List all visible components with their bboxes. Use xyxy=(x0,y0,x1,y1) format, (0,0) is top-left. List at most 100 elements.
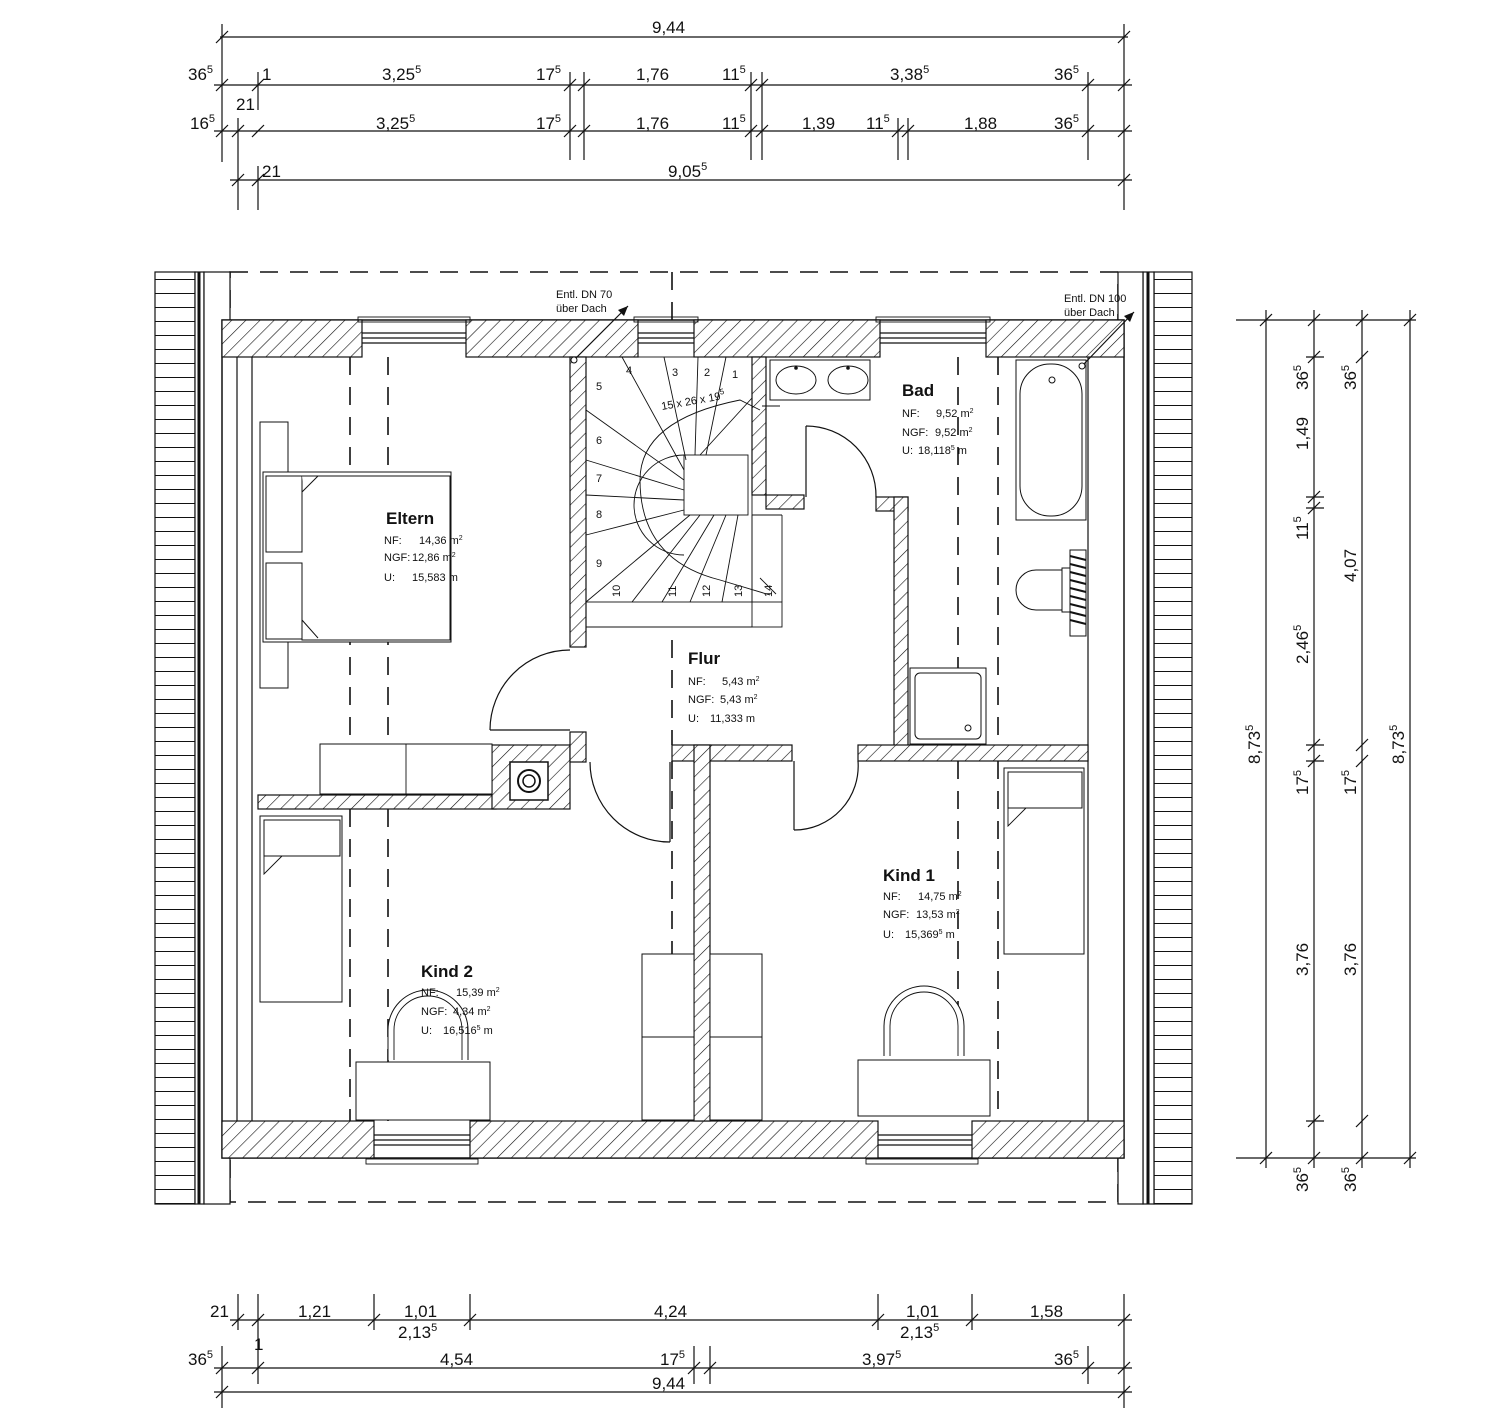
top-row2-dim-3: 3,255 xyxy=(382,64,421,84)
room-name-flur: Flur xyxy=(688,649,720,668)
step-6: 6 xyxy=(596,435,602,447)
svg-text:U:11,333 m: U:11,333 m xyxy=(688,713,755,725)
room-label-kind1: Kind 1 NF:14,75 m2 NGF:13,53 m2 U:15,369… xyxy=(883,866,962,941)
room-name-kind1: Kind 1 xyxy=(883,866,935,885)
svg-text:NF:14,75 m2: NF:14,75 m2 xyxy=(883,891,962,903)
vent1-note-line2: über Dach xyxy=(556,303,607,315)
right-col1-dim-6: 3,76 xyxy=(1293,943,1312,976)
svg-text:NGF:13,53 m2: NGF:13,53 m2 xyxy=(883,909,960,921)
top-dimensions: 9,44 365 1 3,255 175 1,76 115 3,385 365 … xyxy=(188,18,1132,210)
top-row2-dim-4: 175 xyxy=(536,64,561,84)
top-row3-dim-9: 365 xyxy=(1054,113,1079,133)
bad-bathtub xyxy=(1015,359,1087,521)
bottom-row1-sub-2: 2,135 xyxy=(900,1322,939,1342)
room-name-eltern: Eltern xyxy=(386,509,434,528)
top-row2-dim-1: 365 xyxy=(188,64,213,84)
door-kind2 xyxy=(589,761,671,843)
svg-text:U:18,1185 m: U:18,1185 m xyxy=(902,445,967,457)
step-5: 5 xyxy=(596,381,602,393)
kind1-chair xyxy=(883,985,965,1056)
svg-text:NF:9,52 m2: NF:9,52 m2 xyxy=(902,408,974,420)
right-col1-dim-2: 1,49 xyxy=(1293,417,1312,450)
right-dim-overall-left: 8,735 xyxy=(1244,725,1264,764)
svg-text:NGF:12,86 m2: NGF:12,86 m2 xyxy=(384,552,456,564)
step-10: 10 xyxy=(611,585,623,597)
vent2-note-line1: Entl. DN 100 xyxy=(1064,293,1126,305)
top-row3-dim-2: 3,255 xyxy=(376,113,415,133)
window-top-stair xyxy=(633,316,699,344)
right-col2-dim-1: 365 xyxy=(1340,365,1360,390)
kind2-chair xyxy=(387,989,469,1060)
bottom-row2-dim-2: 1 xyxy=(254,1335,263,1354)
doors xyxy=(489,425,877,843)
step-11: 11 xyxy=(667,586,679,597)
door-bad xyxy=(805,425,877,498)
top-row2-dim-7: 3,385 xyxy=(890,64,929,84)
vent-pipes: Entl. DN 70 über Dach Entl. DN 100 über … xyxy=(556,289,1135,370)
vent2-note-line2: über Dach xyxy=(1064,307,1115,319)
interior-walls xyxy=(257,356,1089,1122)
stair-treads xyxy=(585,356,753,603)
svg-text:U:15,583 m: U:15,583 m xyxy=(384,572,458,584)
top-row2-dim-8: 365 xyxy=(1054,64,1079,84)
step-9: 9 xyxy=(596,558,602,570)
right-dim-overall-right: 8,735 xyxy=(1388,725,1408,764)
kind2-bed xyxy=(259,815,343,1003)
bad-wc xyxy=(1015,567,1071,613)
svg-text:U:16,5165 m: U:16,5165 m xyxy=(421,1025,493,1037)
row3-ticks xyxy=(215,124,1131,138)
right-col2-dim-4: 3,76 xyxy=(1341,943,1360,976)
top-row2-dim-2: 1 xyxy=(262,65,271,84)
svg-text:NGF:9,52 m2: NGF:9,52 m2 xyxy=(902,427,973,439)
bottom-row2-dim-4: 175 xyxy=(660,1349,685,1369)
bottom-row2-ticks xyxy=(215,1361,1131,1375)
right-col2-dim-2: 4,07 xyxy=(1341,549,1360,582)
eltern-bed xyxy=(259,421,452,689)
window-bottom-kind1 xyxy=(865,1134,979,1165)
right-col1-dim-7: 365 xyxy=(1292,1167,1312,1192)
bottom-row1-dim-3: 1,01 xyxy=(404,1302,437,1321)
bottom-row1-dim-2: 1,21 xyxy=(298,1302,331,1321)
top-row2-dim-5: 1,76 xyxy=(636,65,669,84)
windows xyxy=(357,316,991,1165)
kind1-desk xyxy=(857,1059,991,1117)
bottom-row1-dim-1: 21 xyxy=(210,1302,229,1321)
top-row4-dim-1: 21 xyxy=(262,162,281,181)
top-row3-dim-5: 115 xyxy=(722,113,746,133)
right-col2-dim-5: 365 xyxy=(1340,1167,1360,1192)
svg-text:NF:15,39 m2: NF:15,39 m2 xyxy=(421,987,500,999)
room-label-flur: Flur NF:5,43 m2 NGF:5,43 m2 U:11,333 m xyxy=(688,649,760,725)
bad-shower xyxy=(909,667,987,745)
col1-ticks xyxy=(1306,313,1324,1165)
top-row3-dim-6: 1,39 xyxy=(802,114,835,133)
window-top-eltern xyxy=(357,316,471,344)
bottom-row1-ticks xyxy=(231,1313,1131,1327)
bottom-row1-dim-4: 4,24 xyxy=(654,1302,687,1321)
kind1-bed xyxy=(1003,767,1085,955)
step-8: 8 xyxy=(596,509,602,521)
svg-text:NF:14,36 m2: NF:14,36 m2 xyxy=(384,535,463,547)
window-top-bad xyxy=(875,316,991,344)
top-row3-dim-3: 175 xyxy=(536,113,561,133)
window-bottom-kind2 xyxy=(365,1134,479,1165)
right-col2-dim-3: 175 xyxy=(1340,770,1360,795)
svg-text:U:15,3695 m: U:15,3695 m xyxy=(883,929,955,941)
top-row2-dim-6: 115 xyxy=(722,64,746,84)
bottom-row2-dim-1: 365 xyxy=(188,1349,213,1369)
left-roof-edge xyxy=(154,271,196,1205)
bottom-row1-dim-6: 1,58 xyxy=(1030,1302,1063,1321)
room-label-bad: Bad NF:9,52 m2 NGF:9,52 m2 U:18,1185 m xyxy=(902,381,974,457)
right-col1-dim-4: 2,465 xyxy=(1292,625,1312,664)
col2-ticks xyxy=(1355,313,1369,1165)
top-row3-dim-1: 165 xyxy=(190,113,215,133)
bottom-row2-dim-5: 3,975 xyxy=(862,1349,901,1369)
step-7: 7 xyxy=(596,473,602,485)
top-row3-dim-7: 115 xyxy=(866,113,890,133)
svg-text:NF:5,43 m2: NF:5,43 m2 xyxy=(688,676,760,688)
bottom-row1-sub-1: 2,135 xyxy=(398,1322,437,1342)
room-label-eltern: Eltern NF:14,36 m2 NGF:12,86 m2 U:15,583… xyxy=(384,509,463,584)
step-12: 12 xyxy=(701,585,713,597)
bottom-row1-dim-5: 1,01 xyxy=(906,1302,939,1321)
kind2-desk xyxy=(355,1061,491,1121)
